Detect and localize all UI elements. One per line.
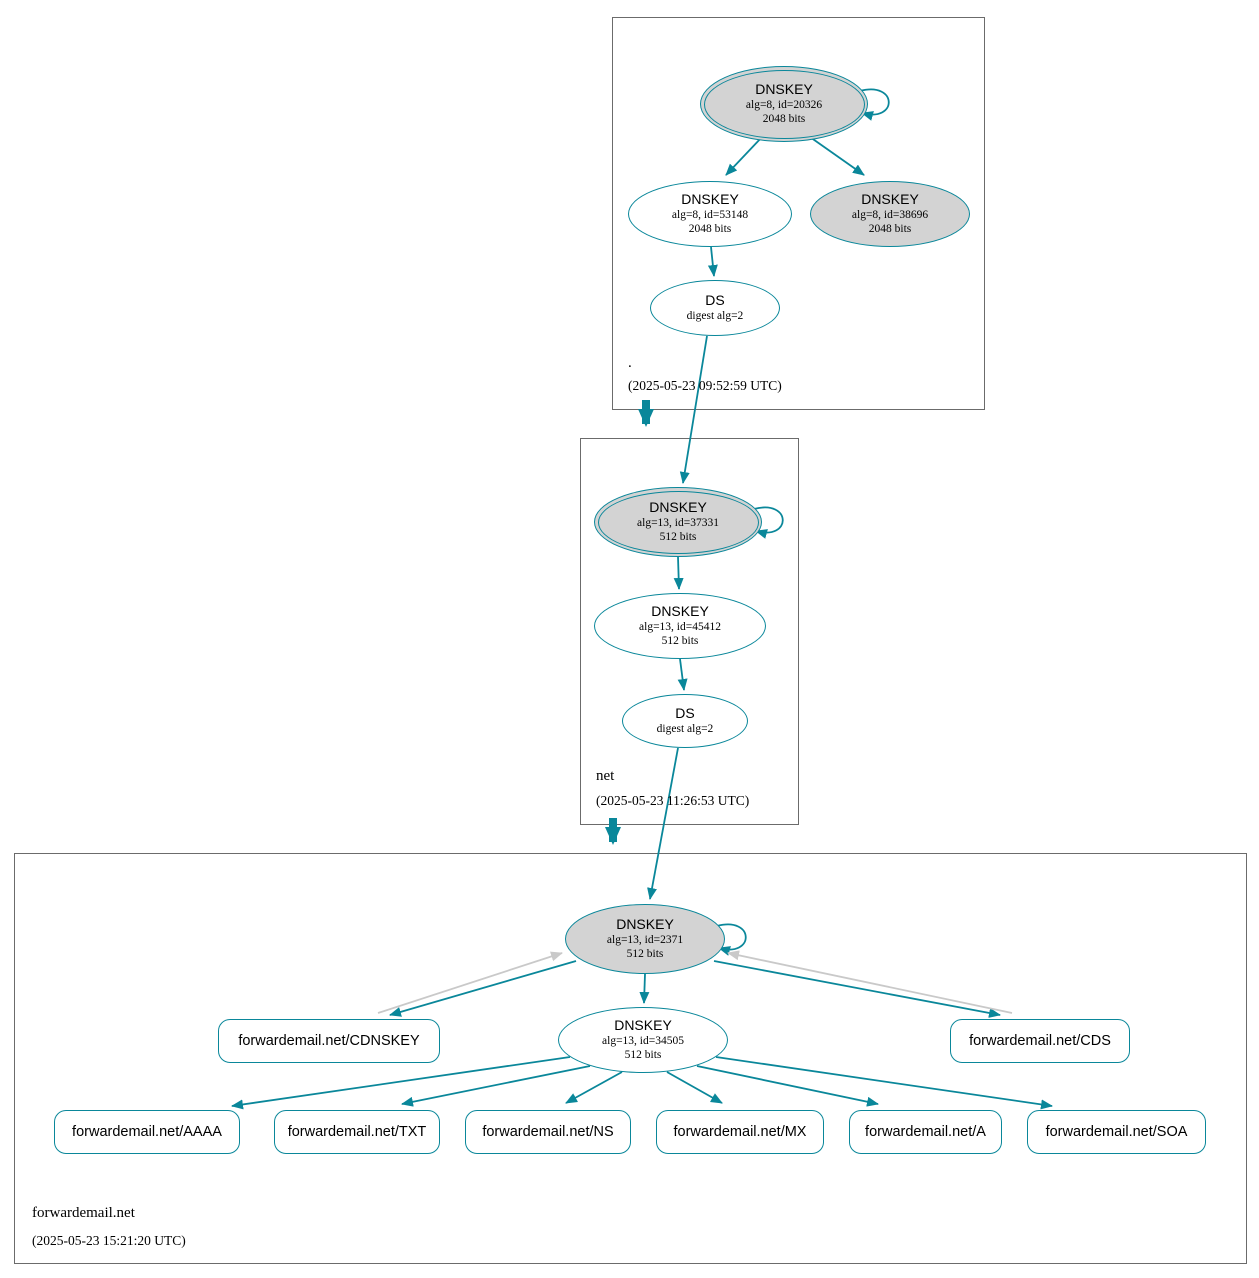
zone-label-forwardemail: forwardemail.net (32, 1205, 135, 1221)
rrset-ns[interactable]: forwardemail.net/NS (465, 1110, 631, 1154)
dnskey-root-38696[interactable]: DNSKEY alg=8, id=38696 2048 bits (810, 181, 970, 247)
dnskey-root-ksk-20326[interactable]: DNSKEY alg=8, id=20326 2048 bits (700, 66, 868, 142)
rrset-soa[interactable]: forwardemail.net/SOA (1027, 1110, 1206, 1154)
dnskey-fe-zsk-34505[interactable]: DNSKEY alg=13, id=34505 512 bits (558, 1007, 728, 1073)
zone-timestamp-root: (2025-05-23 09:52:59 UTC) (628, 378, 782, 393)
dnskey-root-zsk-53148[interactable]: DNSKEY alg=8, id=53148 2048 bits (628, 181, 792, 247)
zone-label-net: net (596, 768, 615, 784)
zone-timestamp-forwardemail: (2025-05-23 15:21:20 UTC) (32, 1233, 186, 1248)
zone-box-root (612, 17, 985, 410)
rrset-txt[interactable]: forwardemail.net/TXT (274, 1110, 440, 1154)
rrset-mx[interactable]: forwardemail.net/MX (656, 1110, 824, 1154)
dnskey-net-ksk-37331[interactable]: DNSKEY alg=13, id=37331 512 bits (594, 487, 762, 557)
rrset-aaaa[interactable]: forwardemail.net/AAAA (54, 1110, 240, 1154)
dnskey-fe-ksk-2371[interactable]: DNSKEY alg=13, id=2371 512 bits (565, 904, 725, 974)
rrset-a[interactable]: forwardemail.net/A (849, 1110, 1002, 1154)
zone-timestamp-net: (2025-05-23 11:26:53 UTC) (596, 793, 750, 808)
rrset-cds[interactable]: forwardemail.net/CDS (950, 1019, 1130, 1063)
zone-label-root: . (628, 355, 632, 371)
ds-node-net[interactable]: DS digest alg=2 (650, 280, 780, 336)
rrset-cdnskey[interactable]: forwardemail.net/CDNSKEY (218, 1019, 440, 1063)
ds-node-forwardemail[interactable]: DS digest alg=2 (622, 694, 748, 748)
zone-box-forwardemail (14, 853, 1247, 1264)
dnskey-net-zsk-45412[interactable]: DNSKEY alg=13, id=45412 512 bits (594, 593, 766, 659)
